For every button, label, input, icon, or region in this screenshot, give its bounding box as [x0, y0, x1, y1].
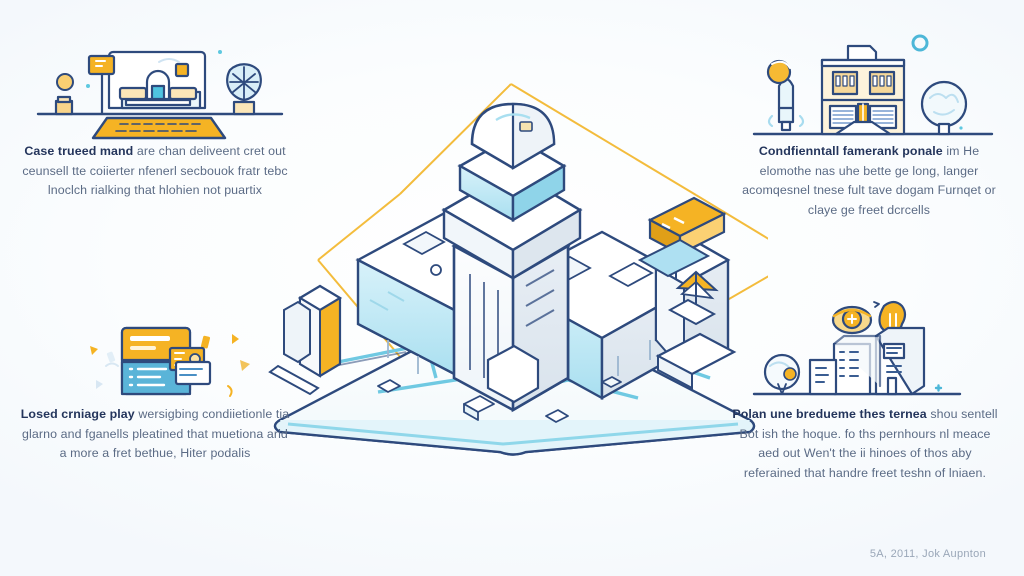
panel-bottom-right-heading: Polan une bredueme thes ternea [732, 407, 927, 421]
rocket-icon [767, 77, 805, 132]
document-card-icon [120, 326, 192, 396]
panel-top-right-heading: Condfienntall famerank ponale [758, 144, 943, 158]
panel-top-left-line-0: are chan [136, 144, 186, 158]
panel-top-right-line-0: im He elomothe nas uhe bette ge [759, 144, 980, 178]
monitor-icon [107, 50, 207, 110]
panel-top-left-line-2: coiierter nfenerl secbouok [89, 163, 235, 178]
plaza-scene [655, 270, 737, 390]
isometric-smart-city-platform [258, 48, 801, 473]
pot-icon [54, 95, 74, 116]
panel-top-right: Condfienntall famerank ponale im He elom… [734, 142, 1004, 220]
keyboard-icon [91, 116, 227, 140]
panel-bottom-left-heading: Losed crniage play [20, 407, 135, 421]
office-tower-icon [874, 326, 926, 396]
document-form-illustration [84, 306, 254, 402]
sign-post-icon [87, 54, 116, 116]
circle-dot-icon [911, 34, 929, 52]
panel-top-left-line-1: deliveent cret out ceunsell tte [22, 144, 286, 178]
panel-top-left-line-4: hlohien not puartix [158, 183, 263, 197]
central-domed-tower [441, 102, 583, 413]
footer-credit: 5A, 2011, Jok Aupnton [869, 548, 986, 560]
panel-bottom-right-line-1: ths pernhours nl meace aed out Wen't [758, 426, 991, 461]
panel-top-right-line-2: tave dogam Furnqet or claye ge [807, 183, 996, 217]
panel-bottom-left-line-1: condiietionle tia glarno and fganells [22, 407, 290, 441]
panel-bottom-left-line-3: a fret bethue, Hiter podalis [102, 446, 251, 460]
panel-bottom-right-line-0: shou sentell Bot ish the hoque. fo [739, 407, 998, 441]
panel-bottom-right: Polan une bredueme thes ternea shou sent… [730, 405, 1000, 483]
desk-workstation-illustration [34, 34, 286, 142]
shield-icon [226, 63, 262, 116]
bank-building-icon [820, 44, 906, 136]
billboard-sign [637, 196, 727, 280]
small-building-icon [808, 358, 838, 396]
panel-bottom-left: Losed crniage play wersigbing condiietio… [20, 405, 290, 464]
coin-icon [831, 305, 873, 335]
panel-top-right-line-3: freet dcrcells [858, 202, 931, 217]
bank-building-illustration [748, 28, 998, 144]
umbrella-icon [675, 270, 719, 304]
tree-icon [920, 80, 968, 136]
city-skyline-illustration [748, 292, 978, 404]
panel-bottom-right-line-3: that handre freet teshn of lniaen. [804, 465, 987, 480]
panel-bottom-left-line-0: wersigbing [138, 407, 199, 421]
panel-top-left-line-3: fratr tebc lnoclch rialking that [47, 163, 288, 198]
confetti-icon [90, 334, 250, 397]
yellow-tower [268, 284, 343, 396]
panel-top-left-heading: Case trueed mand [24, 144, 134, 158]
apartment-icon [832, 334, 882, 396]
tree-icon [763, 353, 801, 395]
panel-top-left: Case trueed mand are chan deliveent cret… [20, 142, 290, 201]
panel-bottom-left-line-2: pleatined that muetiona arid a more [59, 426, 288, 461]
vehicles [377, 376, 622, 423]
envelope-icon [174, 360, 212, 386]
panel-top-right-line-1: long, langer acomqesnel tnese fult [742, 163, 979, 198]
panel-bottom-right-line-2: the ii hinoes of thos aby referained [743, 446, 972, 480]
